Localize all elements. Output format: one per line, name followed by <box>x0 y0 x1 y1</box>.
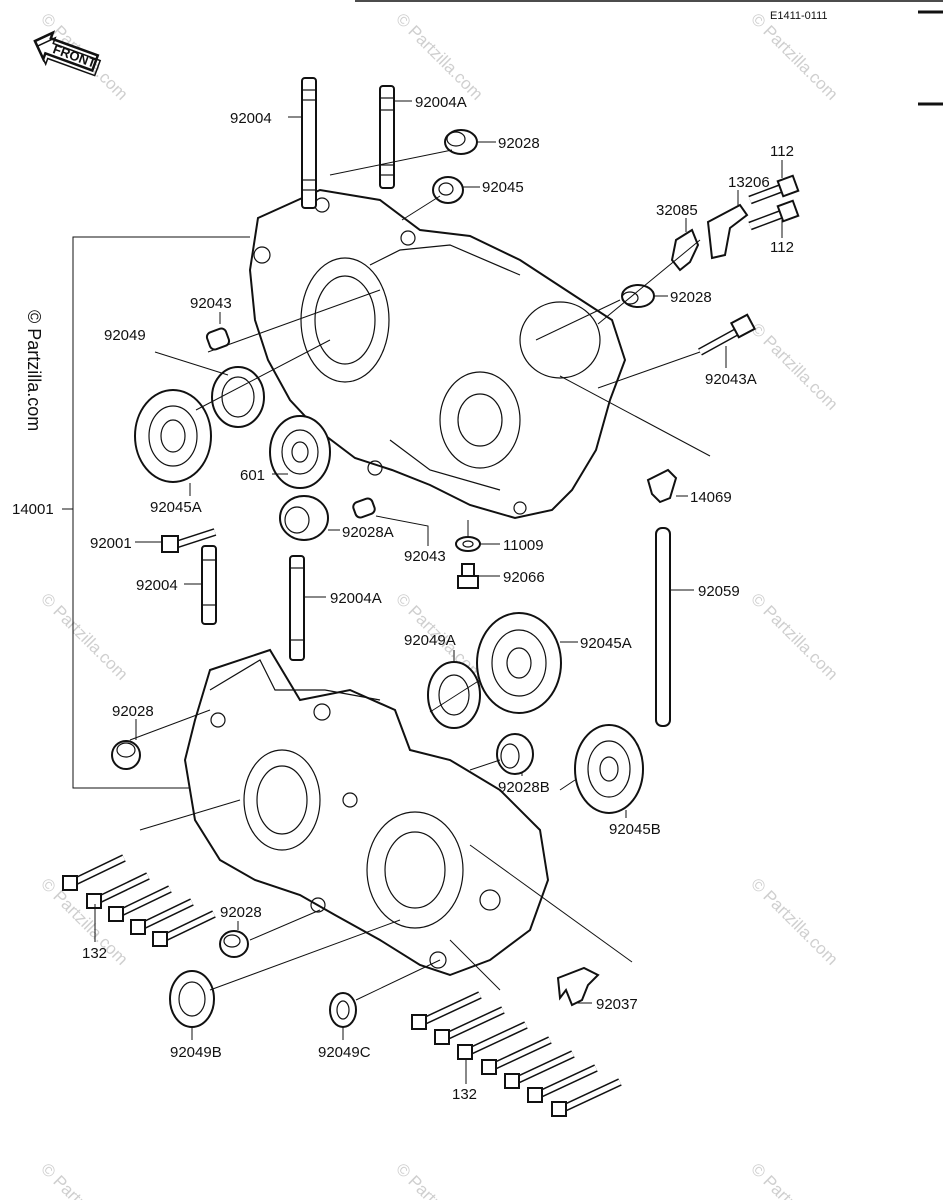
clamp-13206 <box>706 203 749 260</box>
oil-seal-92049C <box>329 992 357 1028</box>
part-label-92059: 92059 <box>698 583 740 600</box>
drain-bolt-92066 <box>457 563 479 589</box>
part-label-92045B: 92045B <box>609 821 661 838</box>
part-label-92045A: 92045A <box>150 499 202 516</box>
watermark-side-text: © Partzilla.com <box>24 310 44 431</box>
bearing-92045A-right <box>476 612 562 714</box>
part-label-92066: 92066 <box>503 569 545 586</box>
part-label-92043: 92043 <box>190 295 232 312</box>
part-labels: 92004 92004A 92028 92045 112 13206 32085… <box>12 94 794 1103</box>
part-label-13206: 13206 <box>728 174 770 191</box>
part-label-92028: 92028 <box>670 289 712 306</box>
bearing-92045 <box>432 176 464 204</box>
stud-92004A-top <box>379 85 395 189</box>
oil-seal-92049A <box>427 661 481 729</box>
part-label-92043: 92043 <box>404 548 446 565</box>
bolts-132-bottom-group <box>411 991 622 1117</box>
bolts-132-left-group <box>62 854 216 947</box>
stud-92004-low <box>201 545 217 625</box>
bolt-112-lower <box>748 199 800 231</box>
part-label-112: 112 <box>770 239 794 256</box>
bolt-112-upper <box>748 174 800 205</box>
elbow-fitting-14069 <box>646 468 678 504</box>
bolt-92001 <box>161 528 217 553</box>
bearing-601 <box>269 415 331 489</box>
pin-92043-mid <box>352 497 376 519</box>
part-label-92004A: 92004A <box>330 590 382 607</box>
part-label-92049B: 92049B <box>170 1044 222 1061</box>
part-label-112: 112 <box>770 143 794 160</box>
tube-92059 <box>655 527 671 727</box>
assembly-bracket-line <box>72 236 250 789</box>
part-label-14069: 14069 <box>690 489 732 506</box>
watermark-text: © Partzilla.com <box>747 1159 841 1200</box>
watermark-text: © Partzilla.com <box>747 319 841 413</box>
oil-seal-92049B <box>169 970 215 1028</box>
part-label-92028A: 92028A <box>342 524 394 541</box>
part-label-132: 132 <box>452 1086 477 1103</box>
part-label-92028: 92028 <box>498 135 540 152</box>
stud-92004-top <box>301 77 317 209</box>
diagram-code: E1411-0111 <box>770 10 828 22</box>
bearing-92045A-left <box>134 389 212 483</box>
part-label-132: 132 <box>82 945 107 962</box>
part-label-92049A: 92049A <box>404 632 456 649</box>
part-label-92045: 92045 <box>482 179 524 196</box>
watermark-text: © Partzilla.com <box>747 9 841 103</box>
watermark-text: © Partzilla.com <box>392 1159 486 1200</box>
dowel-92028-low <box>111 740 141 770</box>
pin-92043-top <box>205 327 231 351</box>
part-label-92004: 92004 <box>230 110 272 127</box>
bracket-92037 <box>556 966 600 1007</box>
part-label-92049C: 92049C <box>318 1044 371 1061</box>
part-label-92037: 92037 <box>596 996 638 1013</box>
collar-92028A <box>279 495 329 541</box>
watermark-text: © Partzilla.com <box>747 874 841 968</box>
part-label-92043A: 92043A <box>705 371 757 388</box>
part-label-92028B: 92028B <box>498 779 550 796</box>
part-label-92045A: 92045A <box>580 635 632 652</box>
washer-11009 <box>455 536 481 552</box>
part-label-92001: 92001 <box>90 535 132 552</box>
stud-92004A-low <box>289 555 305 661</box>
part-label-92049: 92049 <box>104 327 146 344</box>
watermark-text: © Partzilla.com <box>392 9 486 103</box>
upper-crankcase-half <box>248 188 627 520</box>
part-label-92028: 92028 <box>220 904 262 921</box>
watermark-text: © Partzilla.com <box>37 589 131 683</box>
part-label-92028: 92028 <box>112 703 154 720</box>
watermark-text: © Partzilla.com <box>37 1159 131 1200</box>
watermark-text: © Partzilla.com <box>747 589 841 683</box>
part-label-14001: 14001 <box>12 501 54 518</box>
part-label-92004: 92004 <box>136 577 178 594</box>
leader-lines <box>62 100 783 1084</box>
part-label-601: 601 <box>240 467 265 484</box>
oil-seal-92049 <box>211 366 265 428</box>
fitting-92043A <box>698 313 757 356</box>
part-label-92004A: 92004A <box>415 94 467 111</box>
bearing-92045B <box>574 724 644 814</box>
lower-crankcase-half <box>183 648 550 977</box>
part-label-11009: 11009 <box>503 537 544 554</box>
dowel-92028-right <box>621 284 655 308</box>
dowel-92028-bottom <box>219 930 249 958</box>
collar-92028B <box>496 733 534 775</box>
clamp-32085 <box>670 228 700 272</box>
part-label-32085: 32085 <box>656 202 698 219</box>
